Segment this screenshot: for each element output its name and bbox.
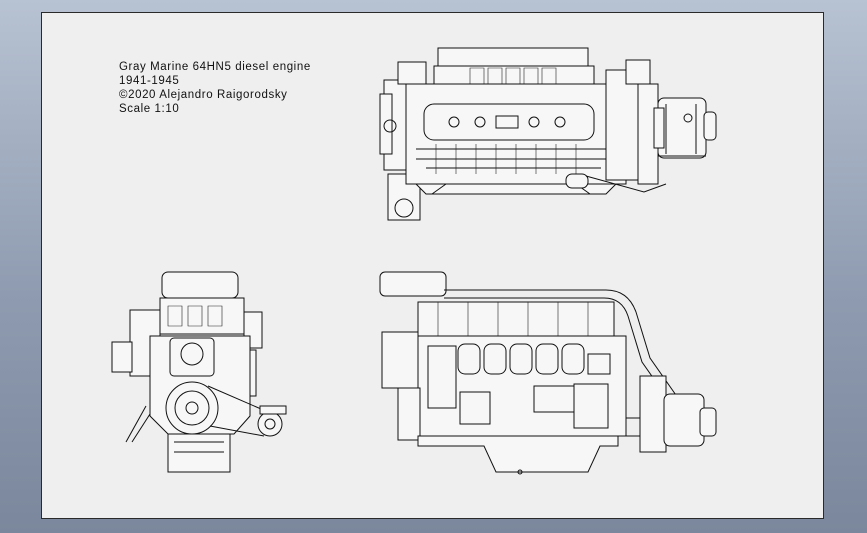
engine-front-view <box>110 266 290 482</box>
title-block: Gray Marine 64HN5 diesel engine 1941-194… <box>119 60 311 116</box>
production-years: 1941-1945 <box>119 75 180 87</box>
copyright-line: ©2020 Alejandro Raigorodsky <box>119 89 288 101</box>
engine-top-view <box>376 44 726 224</box>
engine-side-view <box>378 268 728 482</box>
drawing-title: Gray Marine 64HN5 diesel engine <box>119 61 311 73</box>
scale-note: Scale 1:10 <box>119 103 180 115</box>
